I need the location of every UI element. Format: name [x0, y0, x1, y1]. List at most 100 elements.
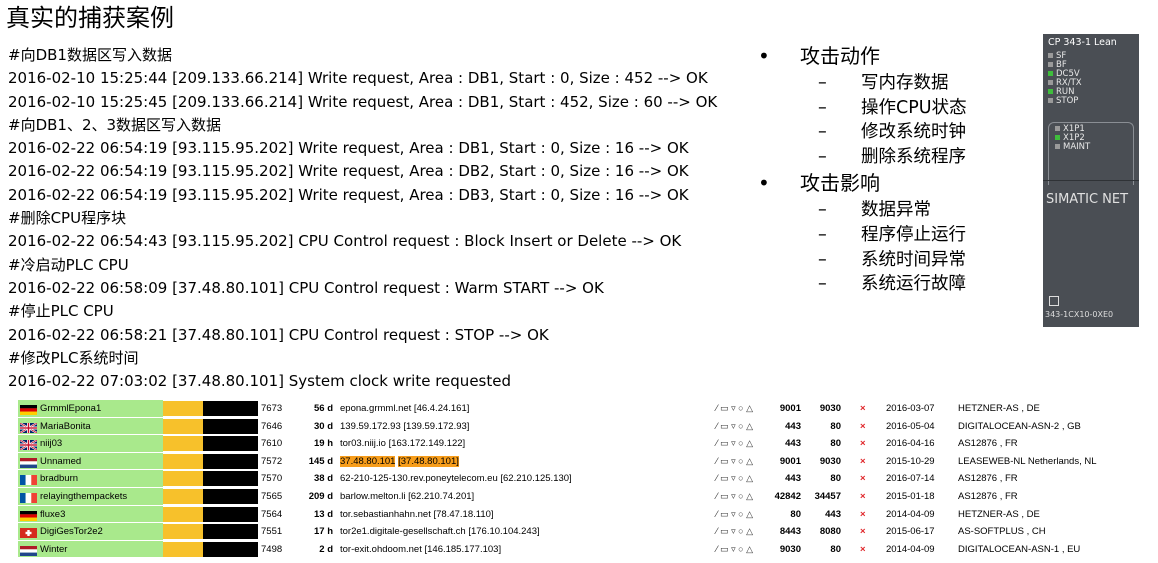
log-line: #停止PLC CPU — [8, 302, 114, 321]
close-icon: × — [860, 438, 866, 450]
module-divider — [1043, 180, 1139, 181]
relay-name-cell[interactable]: bradburn — [18, 470, 163, 487]
led-indicator-icon — [1048, 98, 1053, 103]
highlighted-ip[interactable]: 37.48.80.101 — [340, 455, 396, 467]
close-icon: × — [860, 403, 866, 414]
led-indicator-icon — [1048, 71, 1053, 76]
as-country-value: HETZNER-AS , DE — [958, 508, 1040, 520]
or-port-value: 42842 — [774, 490, 801, 502]
port-label: X1P1 — [1063, 124, 1085, 134]
bandwidth-bar — [163, 506, 258, 522]
relay-flags-icon: ⁄ ▭ ▿ ○ △ — [716, 526, 753, 537]
status-led: RX/TX — [1048, 79, 1082, 88]
relay-nickname[interactable]: GrmmlEpona1 — [40, 403, 102, 414]
status-led: RUN — [1048, 88, 1082, 97]
relay-nickname[interactable]: MariaBonita — [40, 420, 91, 432]
relay-nickname[interactable]: relayingthempackets — [40, 490, 128, 502]
relay-nickname[interactable]: fluxe3 — [40, 508, 66, 520]
close-icon: × — [860, 455, 866, 467]
led-label: RX/TX — [1056, 78, 1082, 88]
status-led: STOP — [1048, 97, 1082, 106]
hostname-cell[interactable]: tor2e1.digitale-gesellschaft.ch [176.10.… — [340, 526, 540, 538]
relay-nickname[interactable]: niij03 — [40, 438, 63, 450]
highlighted-ip[interactable]: [37.48.80.101] — [398, 455, 459, 467]
uptime-value: 17 h — [313, 526, 333, 538]
port-led: X1P2 — [1055, 134, 1090, 143]
or-port-value: 9001 — [779, 403, 801, 414]
close-icon: × — [860, 526, 866, 538]
led-indicator-icon — [1048, 80, 1053, 85]
bandwidth-value: 7673 — [261, 403, 283, 414]
attack-summary: • 攻击动作 –写内存数据 –操作CPU状态 –修改系统时钟 –删除系统程序 •… — [758, 42, 1038, 297]
bandwidth-value: 7572 — [261, 455, 283, 467]
relay-name-cell[interactable]: niij03 — [18, 435, 163, 452]
hostname-cell[interactable]: tor-exit.ohdoom.net [146.185.177.103] — [340, 543, 502, 555]
dir-port-value: 80 — [830, 543, 841, 555]
first-seen-date: 2016-07-14 — [886, 473, 935, 485]
led-indicator-icon — [1048, 62, 1053, 67]
or-port-value: 80 — [790, 508, 801, 520]
led-indicator-icon — [1055, 135, 1060, 140]
hostname-cell[interactable]: tor03.niij.io [163.172.149.122] — [340, 438, 466, 450]
port-bracket — [1048, 122, 1134, 185]
or-port-value: 9001 — [779, 455, 801, 467]
led-indicator-icon — [1048, 53, 1053, 58]
relay-name-cell[interactable]: GrmmlEpona1 — [18, 400, 163, 417]
close-icon: × — [860, 508, 866, 520]
relay-name-cell[interactable]: relayingthempackets — [18, 487, 163, 505]
led-label: RUN — [1056, 87, 1075, 97]
close-icon: × — [860, 543, 866, 555]
dir-port-value: 80 — [830, 420, 841, 432]
relay-nickname[interactable]: Unnamed — [40, 455, 82, 467]
attack-impact-item: –系统运行故障 — [818, 274, 966, 295]
log-line: 2016-02-22 06:58:21 [37.48.80.101] CPU C… — [8, 325, 549, 344]
bandwidth-bar — [163, 453, 258, 469]
status-led: SF — [1048, 52, 1082, 61]
led-indicator-icon — [1055, 144, 1060, 149]
log-line: 2016-02-22 06:54:19 [93.115.95.202] Writ… — [8, 185, 689, 204]
log-line: 2016-02-10 15:25:44 [209.133.66.214] Wri… — [8, 69, 708, 88]
or-port-value: 443 — [785, 420, 801, 432]
as-country-value: AS12876 , FR — [958, 490, 1018, 502]
as-country-value: AS12876 , FR — [958, 438, 1018, 450]
as-country-value: AS-SOFTPLUS , CH — [958, 526, 1046, 538]
hostname-cell[interactable]: 37.48.80.101 [37.48.80.101] — [340, 453, 459, 471]
port-led: MAINT — [1055, 143, 1090, 152]
close-icon: × — [860, 490, 866, 502]
hostname-cell[interactable]: 62-210-125-130.rev.poneytelecom.eu [62.2… — [340, 473, 572, 485]
relay-nickname[interactable]: bradburn — [40, 473, 79, 485]
relay-name-cell[interactable]: DigiGesTor2e2 — [18, 523, 163, 540]
log-line: 2016-02-22 06:58:09 [37.48.80.101] CPU C… — [8, 278, 604, 297]
hostname-cell[interactable]: epona.grmml.net [46.4.24.161] — [340, 403, 470, 414]
relay-name-cell[interactable]: fluxe3 — [18, 505, 163, 523]
relay-nickname[interactable]: DigiGesTor2e2 — [40, 526, 103, 538]
bandwidth-value: 7570 — [261, 473, 283, 485]
led-label: DC5V — [1056, 69, 1080, 79]
relay-name-cell[interactable]: MariaBonita — [18, 417, 163, 435]
port-label: X1P2 — [1063, 133, 1085, 143]
log-line: 2016-02-22 06:54:19 [93.115.95.202] Writ… — [8, 162, 689, 181]
relay-name-cell[interactable]: Unnamed — [18, 452, 163, 470]
as-country-value: DIGITALOCEAN-ASN-1 , EU — [958, 543, 1081, 555]
relay-nickname[interactable]: Winter — [40, 543, 68, 555]
bandwidth-bar — [163, 524, 258, 540]
first-seen-date: 2015-01-18 — [886, 490, 935, 502]
bullet-dot: • — [758, 171, 770, 196]
bandwidth-bar — [163, 541, 258, 557]
hostname-cell[interactable]: tor.sebastianhahn.net [78.47.18.110] — [340, 508, 494, 520]
hostname-cell[interactable]: 139.59.172.93 [139.59.172.93] — [340, 420, 470, 432]
hostname-cell[interactable]: barlow.melton.li [62.210.74.201] — [340, 490, 475, 502]
log-line: #向DB1数据区写入数据 — [8, 46, 172, 64]
log-line: 2016-02-10 15:25:45 [209.133.66.214] Wri… — [8, 92, 718, 111]
relay-name-cell[interactable]: Winter — [18, 540, 163, 558]
